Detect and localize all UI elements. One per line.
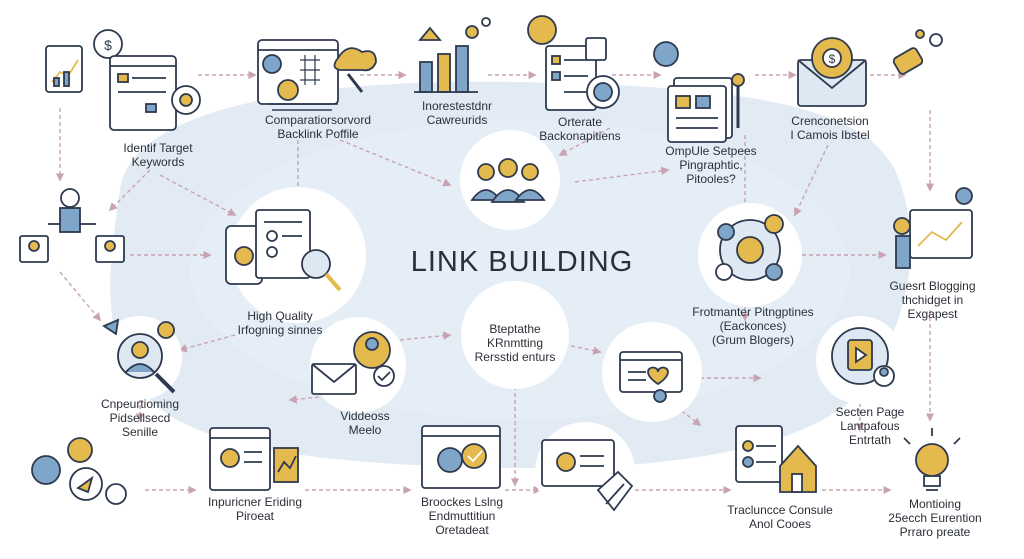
people-network-icon [31,437,127,505]
person-target-icon [102,318,176,394]
label-frotmanter: Frotmanter Pitngptines(Eackonces)(Grum B… [692,305,814,347]
target-screen-icon [421,425,501,489]
bar-chart-icon [414,17,491,93]
hand-tool-icon [892,29,943,75]
network-icon [715,214,784,281]
chart-board-icon: $ [45,29,123,93]
heart-screen-icon [619,351,683,403]
org-chart-icon [19,188,125,263]
laptop-hand-icon [541,439,634,512]
analysis-icon [257,39,377,111]
svg-text:$: $ [829,52,836,66]
email-gear-icon: $ [797,37,867,107]
presentation-icon [893,187,973,269]
team-icon [470,158,546,203]
magnifier-doc-icon [225,209,342,292]
lightbulb-icon [903,428,961,491]
document-icon [653,41,745,143]
house-doc-icon [735,425,817,493]
browser-form-icon [109,55,201,131]
profile-doc-icon [209,427,299,491]
checklist-icon [527,15,620,111]
svg-text:$: $ [104,37,112,53]
media-player-icon [831,327,895,387]
envelope-badge-icon [311,331,395,395]
diagram-title: LINK BUILDING [410,246,634,278]
